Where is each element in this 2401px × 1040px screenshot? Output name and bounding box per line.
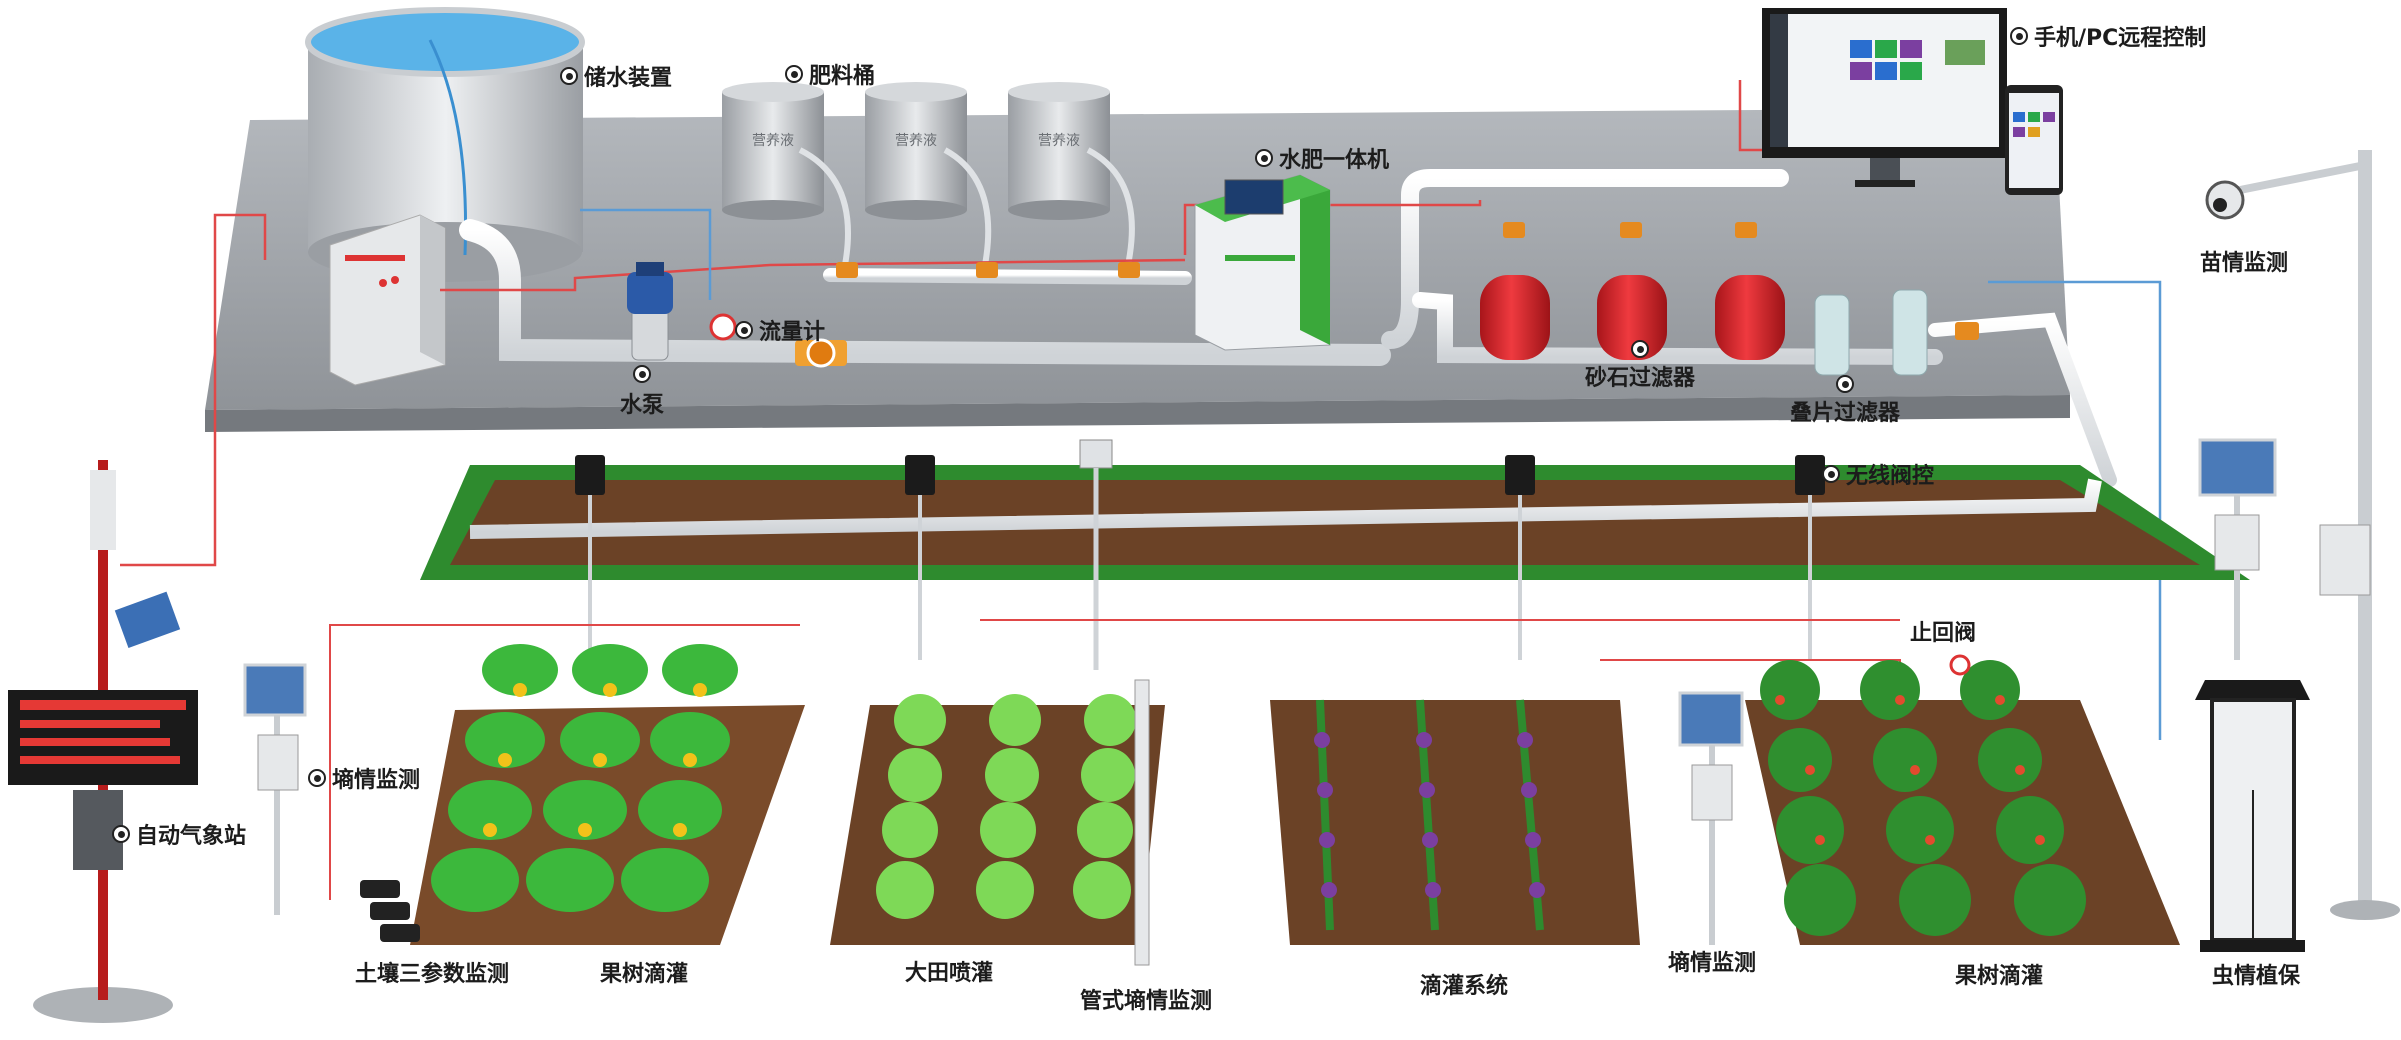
weather-station-icon [8, 460, 198, 1023]
marker-dot [1631, 340, 1649, 358]
main-pipe-network [459, 169, 2117, 487]
phone-icon [2005, 85, 2063, 195]
marker-dot [633, 365, 651, 383]
flow-meter-icon [709, 313, 847, 368]
field-drip [1270, 699, 1640, 945]
label-remote-control: 手机/PC远程控制 [2010, 20, 2206, 52]
field-sprinkler [830, 679, 1165, 966]
distribution-pipe [433, 598, 2010, 690]
label-fertilizer-bucket: 肥料桶 [785, 58, 875, 90]
marker-dot [1836, 375, 1854, 393]
manifold-valves [836, 222, 1979, 340]
label-field-sprinkler: 大田喷灌 [905, 961, 994, 986]
label-water-storage: 储水装置 [560, 60, 672, 92]
label-drip-system: 滴灌系统 [1420, 974, 1509, 999]
marker-dot [308, 769, 326, 787]
label-soil-moisture-left: 墒情监测 [308, 762, 420, 794]
label-flow-meter: 流量计 [735, 314, 825, 346]
marker-dot [735, 321, 753, 339]
label-water-pump: 水泵 [620, 365, 664, 419]
bucket-text-1: 营养液 [752, 133, 794, 149]
label-seedling-monitor: 苗情监测 [2200, 251, 2289, 276]
check-valve-icon [1949, 654, 1971, 676]
label-soil-moisture-right: 墒情监测 [1668, 951, 1757, 976]
label-soil-three-param: 土壤三参数监测 [355, 962, 510, 987]
field-orchard-right [1745, 660, 2180, 945]
marker-dot [785, 65, 803, 83]
label-wireless-valve: 无线阀控 [1822, 458, 1934, 490]
camera-pole-icon [2205, 150, 2400, 920]
fertigation-machine-icon [1194, 174, 1331, 351]
valve-controller-icon [575, 439, 1825, 670]
marker-dot [112, 825, 130, 843]
label-weather-station: 自动气象站 [112, 818, 246, 850]
pump-icon [627, 262, 673, 361]
control-cabinet-icon [329, 214, 446, 386]
sand-filter-icon [1480, 275, 1785, 360]
marker-dot [560, 67, 578, 85]
marker-dot [2010, 27, 2028, 45]
marker-dot [1822, 465, 1840, 483]
insect-trap-icon [2195, 680, 2310, 952]
solar-panel-icon [243, 438, 2277, 945]
label-fertigation-machine: 水肥一体机 [1255, 142, 1389, 174]
label-check-valve: 止回阀 [1910, 621, 1977, 646]
label-orchard-drip-left: 果树滴灌 [600, 962, 689, 987]
label-tube-moisture: 管式墒情监测 [1080, 989, 1213, 1014]
marker-dot [1255, 149, 1273, 167]
label-orchard-drip-right: 果树滴灌 [1955, 964, 2044, 989]
label-insect-monitor: 虫情植保 [2212, 964, 2301, 989]
label-disc-filter: 叠片过滤器 [1790, 375, 1900, 427]
disc-filter-icon [1814, 289, 1928, 376]
suction-hoses [798, 147, 1135, 266]
soil-sensor-cluster [360, 880, 420, 942]
label-sand-filter: 砂石过滤器 [1585, 340, 1695, 392]
bucket-text-3: 营养液 [1038, 133, 1080, 149]
monitor-icon [1762, 8, 2007, 187]
field-canal [420, 465, 2250, 580]
field-orchard-left [410, 644, 805, 945]
bucket-icon [722, 82, 1110, 220]
bucket-text-2: 营养液 [895, 133, 937, 149]
